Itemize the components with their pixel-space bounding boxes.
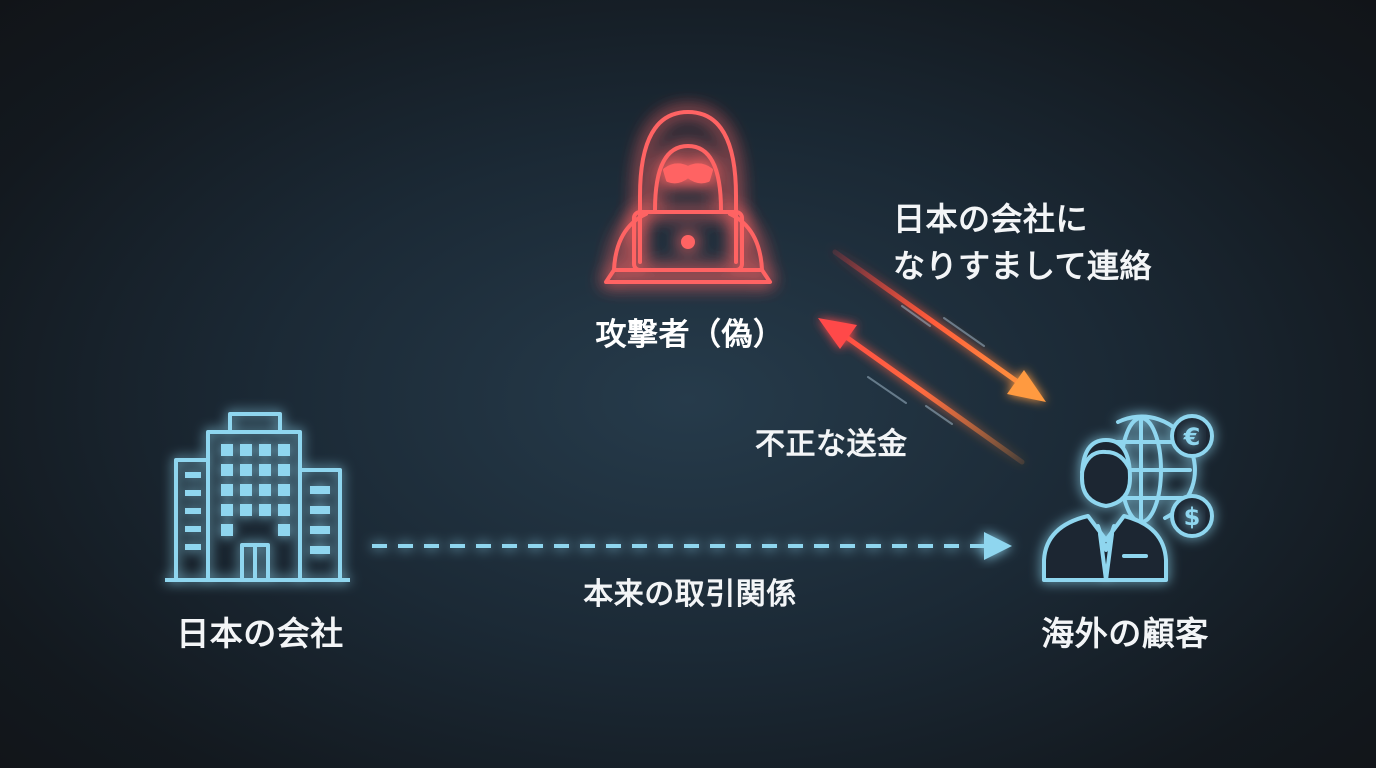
attacker-label: 攻撃者（偽） bbox=[595, 317, 785, 353]
impersonation-arrow bbox=[832, 249, 1046, 402]
impersonation-label-line2: なりすまして連絡 bbox=[893, 247, 1153, 285]
company-label: 日本の会社 bbox=[176, 614, 344, 653]
motion-streaks bbox=[867, 305, 985, 425]
dollar-icon: $ bbox=[1184, 503, 1201, 531]
impersonation-label-line1: 日本の会社に bbox=[893, 200, 1089, 238]
legitimate-relation-label: 本来の取引関係 bbox=[583, 577, 797, 612]
impersonation-label: 日本の会社に なりすまして連絡 bbox=[893, 196, 1152, 290]
fraud-transfer-label: 不正な送金 bbox=[755, 427, 908, 462]
businessman-globe-currency-icon bbox=[1042, 414, 1214, 582]
building-windows bbox=[185, 444, 330, 554]
customer-label: 海外の顧客 bbox=[1041, 614, 1209, 653]
fraud-transfer-arrow bbox=[818, 318, 1025, 465]
office-building-icon bbox=[165, 412, 350, 582]
euro-icon: € bbox=[1183, 423, 1201, 451]
legitimate-relation-arrow bbox=[372, 532, 1012, 560]
hooded-hacker-laptop-icon bbox=[604, 110, 772, 284]
